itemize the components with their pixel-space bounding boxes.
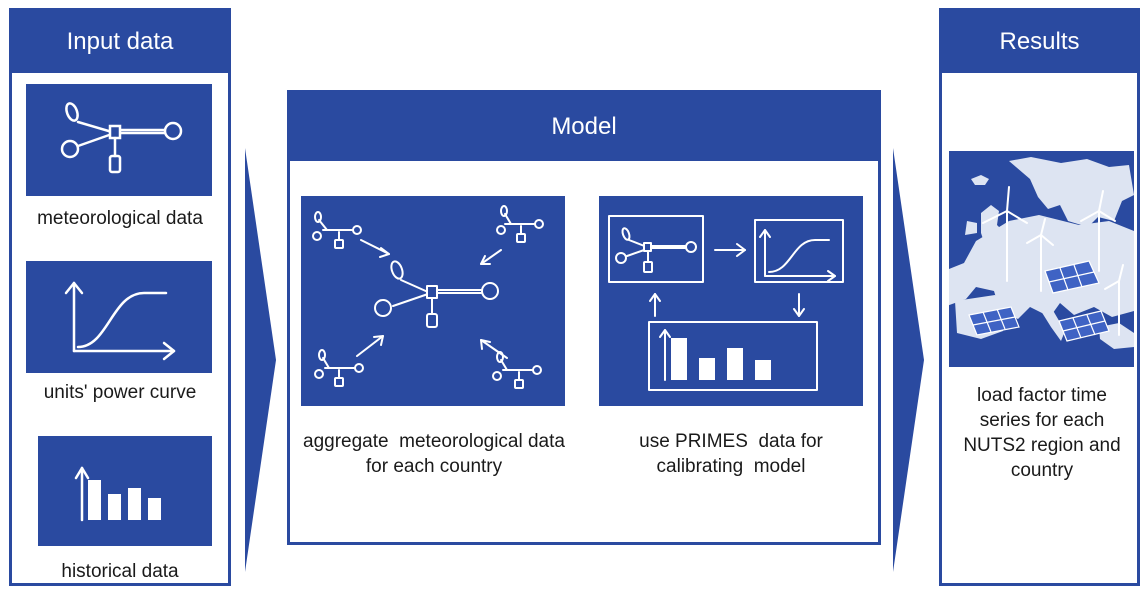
calibration-label: use PRIMES data for calibrating model <box>639 431 829 477</box>
europe-map-image <box>949 151 1134 367</box>
historical-data-tile <box>38 436 212 546</box>
model-panel: Model <box>287 90 881 545</box>
power-curve-label: units' power curve <box>43 382 197 403</box>
results-title: Results <box>999 28 1080 55</box>
meteorological-data-tile <box>26 84 212 196</box>
results-panel: Results <box>939 8 1140 586</box>
results-label: load factor time series for each NUTS2 r… <box>963 385 1121 481</box>
anemometer-icon <box>60 102 183 174</box>
aggregate-anemometers-icon <box>312 205 544 389</box>
calibration-loop-icon <box>608 215 844 391</box>
meteorological-data-label: meteorological data <box>37 208 203 229</box>
input-data-title: Input data <box>66 28 174 55</box>
aggregate-label: aggregate meteorological data for each c… <box>303 431 571 477</box>
model-header: Model <box>290 93 878 161</box>
power-curve-icon <box>64 281 176 361</box>
aggregate-tile <box>301 196 565 406</box>
arrow-input-to-model-icon <box>245 148 276 572</box>
input-data-panel: Input data meteorological data <box>9 8 231 586</box>
calibration-tile <box>599 196 863 406</box>
input-data-header: Input data <box>12 11 228 73</box>
historical-data-label: historical data <box>61 561 179 582</box>
arrow-model-to-results-icon <box>893 148 924 572</box>
bar-chart-icon <box>74 466 161 522</box>
model-title: Model <box>551 113 617 140</box>
europe-map-icon <box>949 157 1134 349</box>
results-header: Results <box>942 11 1137 73</box>
power-curve-tile <box>26 261 212 373</box>
